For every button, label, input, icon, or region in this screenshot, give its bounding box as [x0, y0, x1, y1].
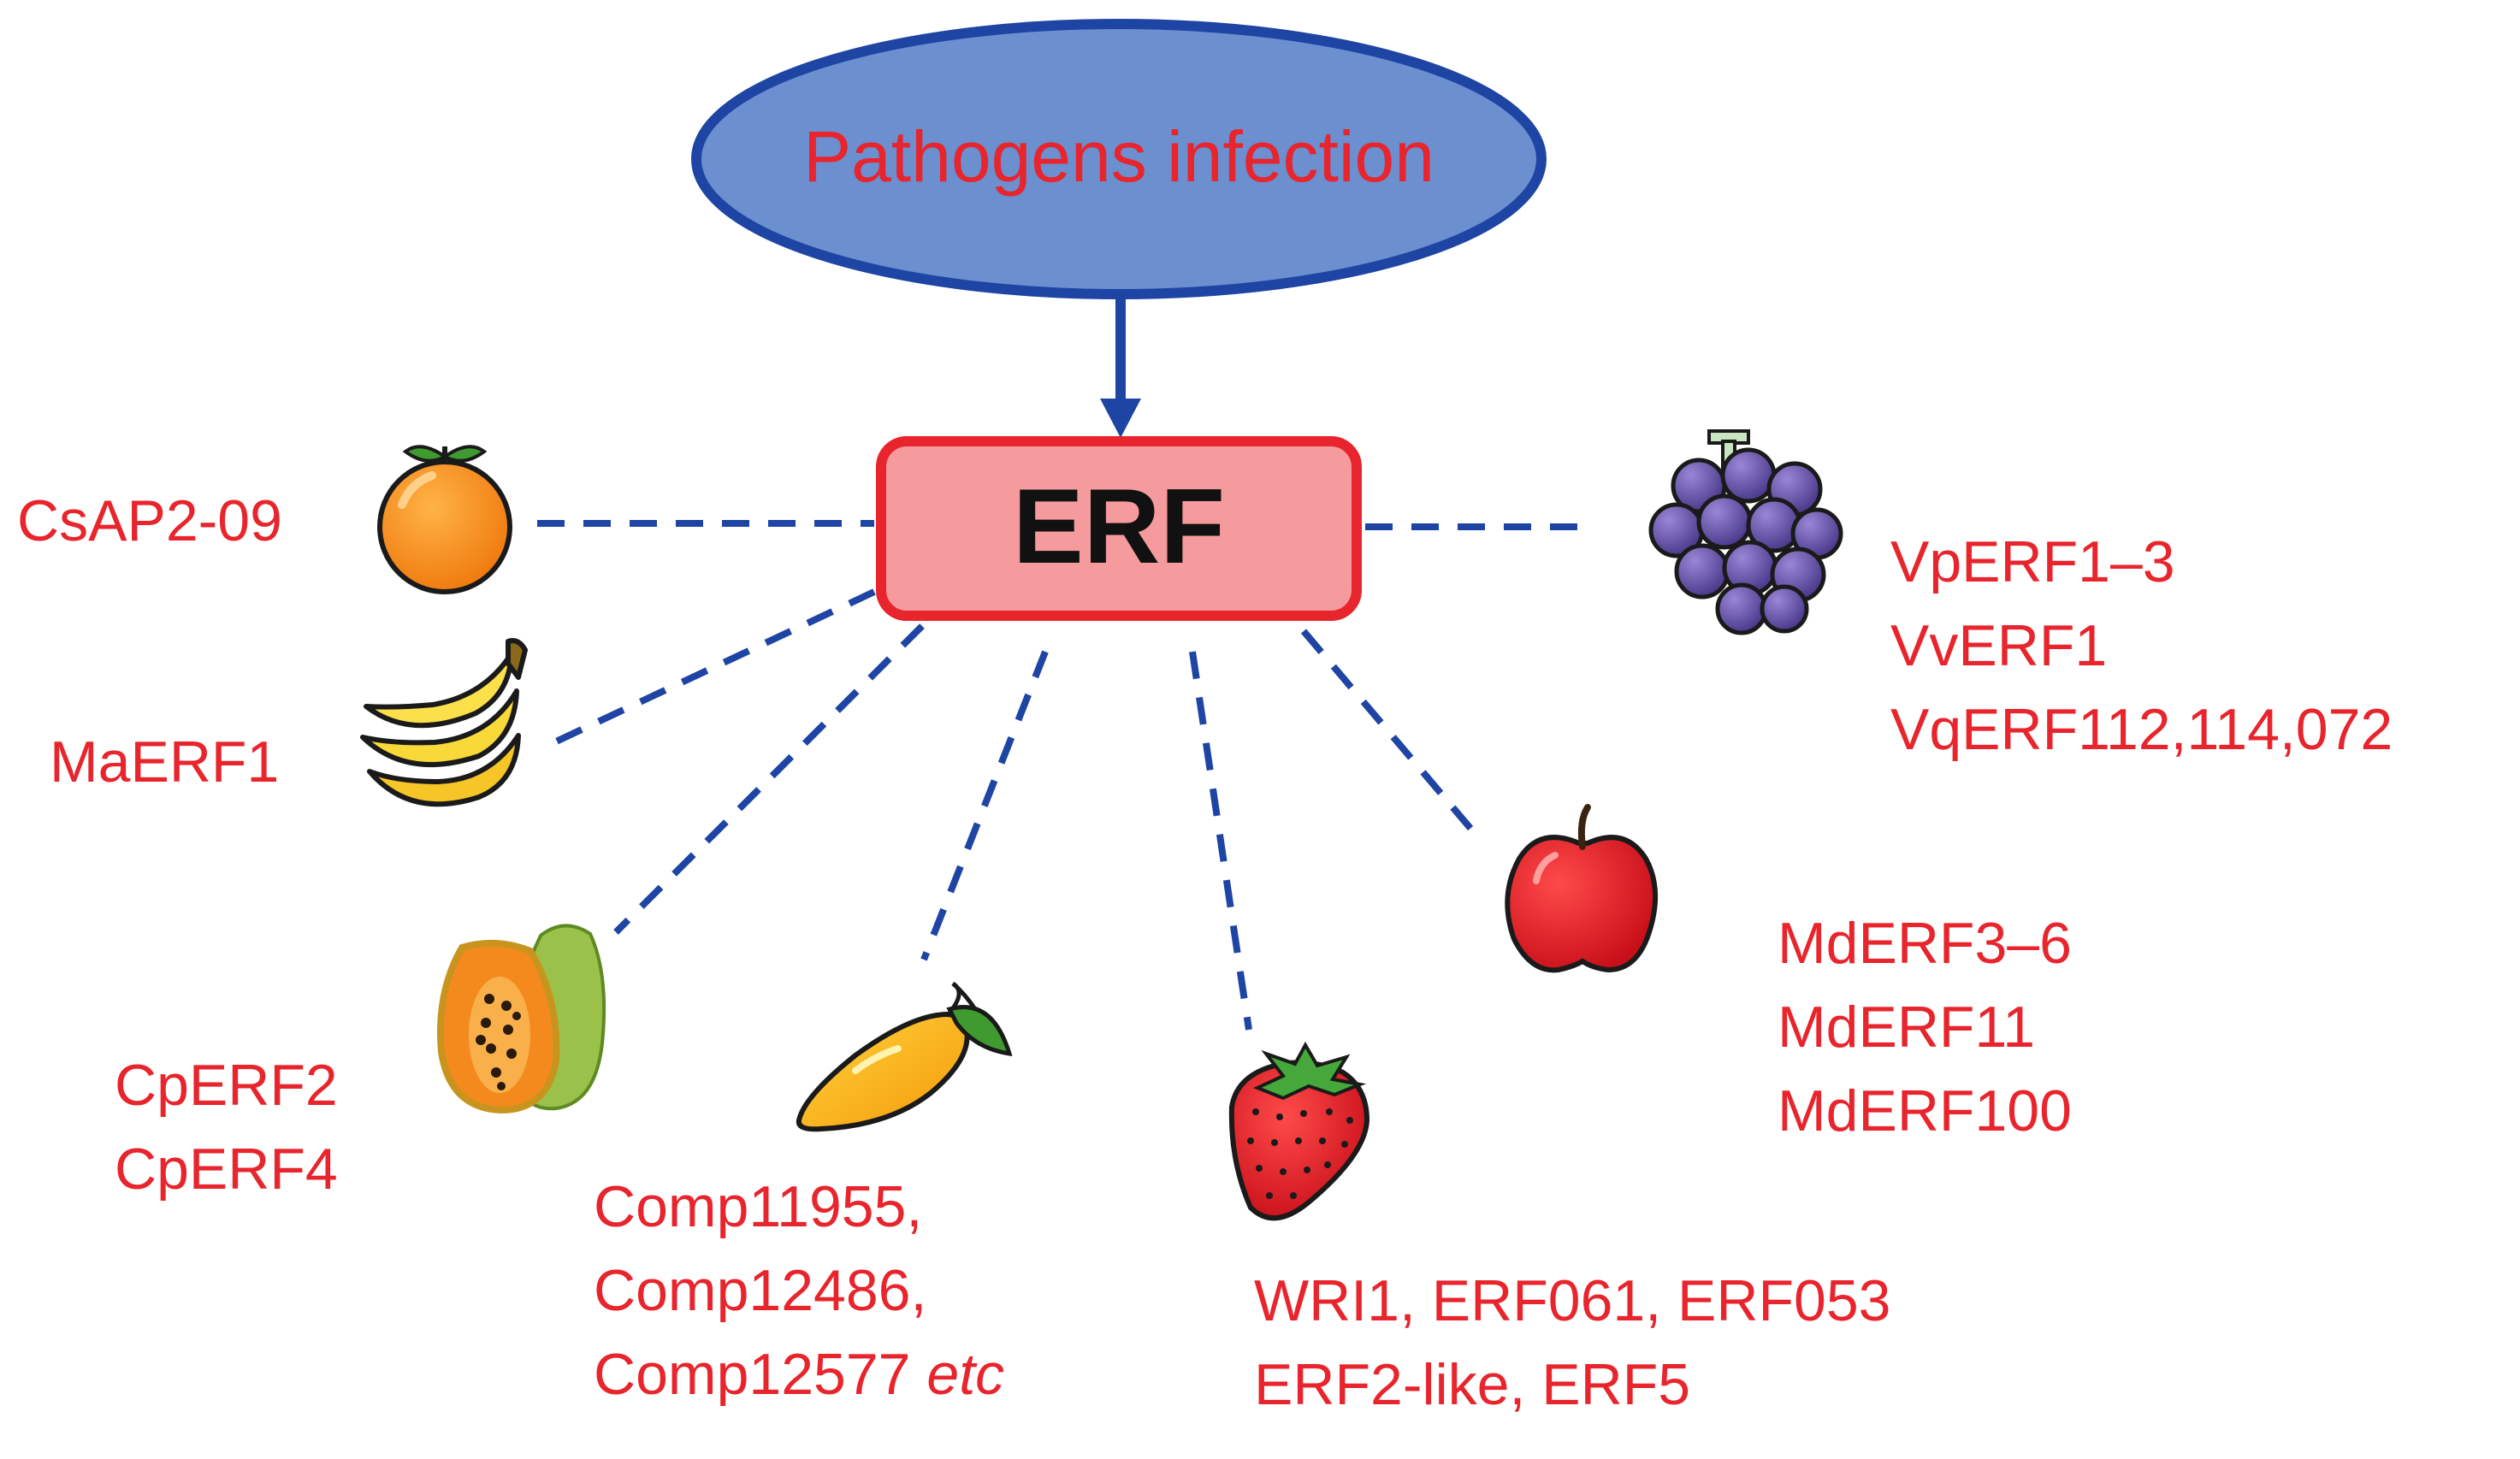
- label-line: CpERF4: [115, 1127, 338, 1211]
- label-line: WRI1, ERF061, ERF053: [1254, 1259, 1890, 1343]
- label-line-text: MdERF11: [1778, 995, 2036, 1060]
- label-line: MaERF1: [50, 720, 279, 804]
- label-line-text: MdERF3–6: [1778, 911, 2072, 976]
- banana-icon: [360, 638, 528, 807]
- label-line-text: CpERF2: [115, 1053, 338, 1118]
- pathogens-ellipse: Pathogens infection: [691, 19, 1547, 299]
- label-line-text: VvERF1: [1890, 613, 2108, 678]
- connector-strawberry: [1189, 651, 1252, 1031]
- label-mango: Comp11955, Comp12486, Comp12577 etc: [594, 1165, 1004, 1416]
- apple-icon: [1505, 804, 1659, 973]
- label-line-text: WRI1, ERF061, ERF053: [1254, 1268, 1891, 1333]
- label-line-text: VqERF112,114,072: [1890, 697, 2393, 762]
- label-suffix: etc: [926, 1342, 1005, 1407]
- connector-lines: [537, 520, 1589, 1031]
- label-line: MdERF3–6: [1778, 901, 2072, 985]
- label-line-text: Comp11955,: [594, 1174, 923, 1239]
- label-line: VvERF1: [1890, 604, 2393, 688]
- label-line: Comp11955,: [594, 1165, 1004, 1249]
- erf-box: ERF: [876, 436, 1362, 621]
- source-label: Pathogens infection: [803, 116, 1435, 197]
- label-line: Comp12577 etc: [594, 1332, 1004, 1416]
- label-line-text: CsAP2-09: [17, 488, 282, 553]
- label-orange: CsAP2-09: [17, 479, 282, 563]
- connector-mango: [920, 650, 1049, 961]
- label-line: CsAP2-09: [17, 479, 282, 563]
- hub-label: ERF: [1013, 468, 1225, 586]
- label-line: Comp12486,: [594, 1249, 1004, 1332]
- label-line-text: Comp12486,: [594, 1258, 927, 1323]
- label-line: ERF2-like, ERF5: [1254, 1343, 1890, 1427]
- label-line-text: MdERF100: [1778, 1078, 2072, 1143]
- label-line-text: CpERF4: [115, 1137, 338, 1202]
- strawberry-icon: [1228, 1041, 1370, 1221]
- label-line-text: MaERF1: [50, 730, 280, 794]
- connector-apple: [1300, 629, 1476, 834]
- label-line: VqERF112,114,072: [1890, 688, 2393, 771]
- label-line-text: Comp12577: [594, 1342, 911, 1407]
- grape-icon: [1648, 429, 1843, 635]
- label-line: MdERF11: [1778, 985, 2072, 1069]
- connector-banana: [553, 588, 876, 746]
- label-line: VpERF1–3: [1890, 520, 2393, 604]
- label-line: CpERF2: [115, 1043, 338, 1127]
- mango-icon: [796, 981, 1013, 1132]
- label-line: MdERF100: [1778, 1069, 2072, 1153]
- orange-icon: [377, 445, 512, 594]
- label-line-text: ERF2-like, ERF5: [1254, 1352, 1691, 1417]
- label-line-text: VpERF1–3: [1890, 529, 2175, 594]
- papaya-icon: [437, 924, 606, 1114]
- connector-papaya: [613, 623, 925, 935]
- label-banana: MaERF1: [50, 720, 279, 804]
- arrow-down: [1100, 296, 1141, 438]
